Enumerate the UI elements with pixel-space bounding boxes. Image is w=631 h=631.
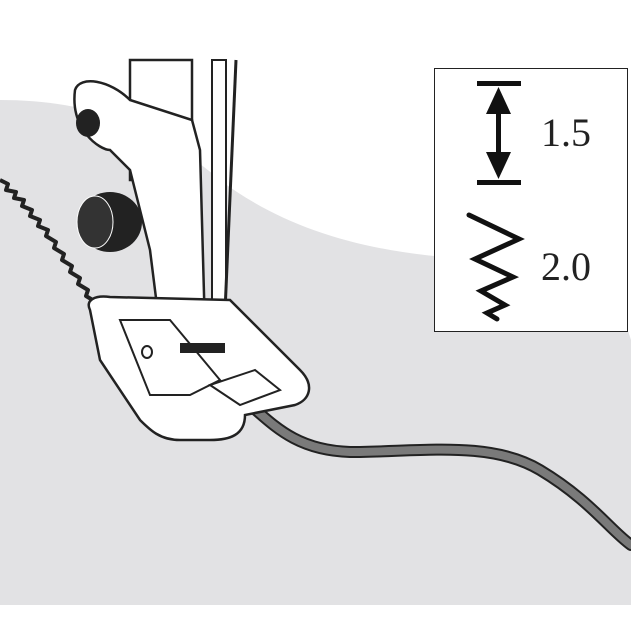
zigzag-stitching <box>0 178 106 316</box>
stitch-length-icon <box>466 81 525 322</box>
stitch-length-value: 1.5 <box>541 110 591 155</box>
stitch-settings-panel: 1.5 2.0 <box>434 68 628 332</box>
zigzag-width-icon <box>466 212 525 322</box>
stitch-width-value: 2.0 <box>541 244 591 289</box>
shank-hole <box>76 109 100 137</box>
